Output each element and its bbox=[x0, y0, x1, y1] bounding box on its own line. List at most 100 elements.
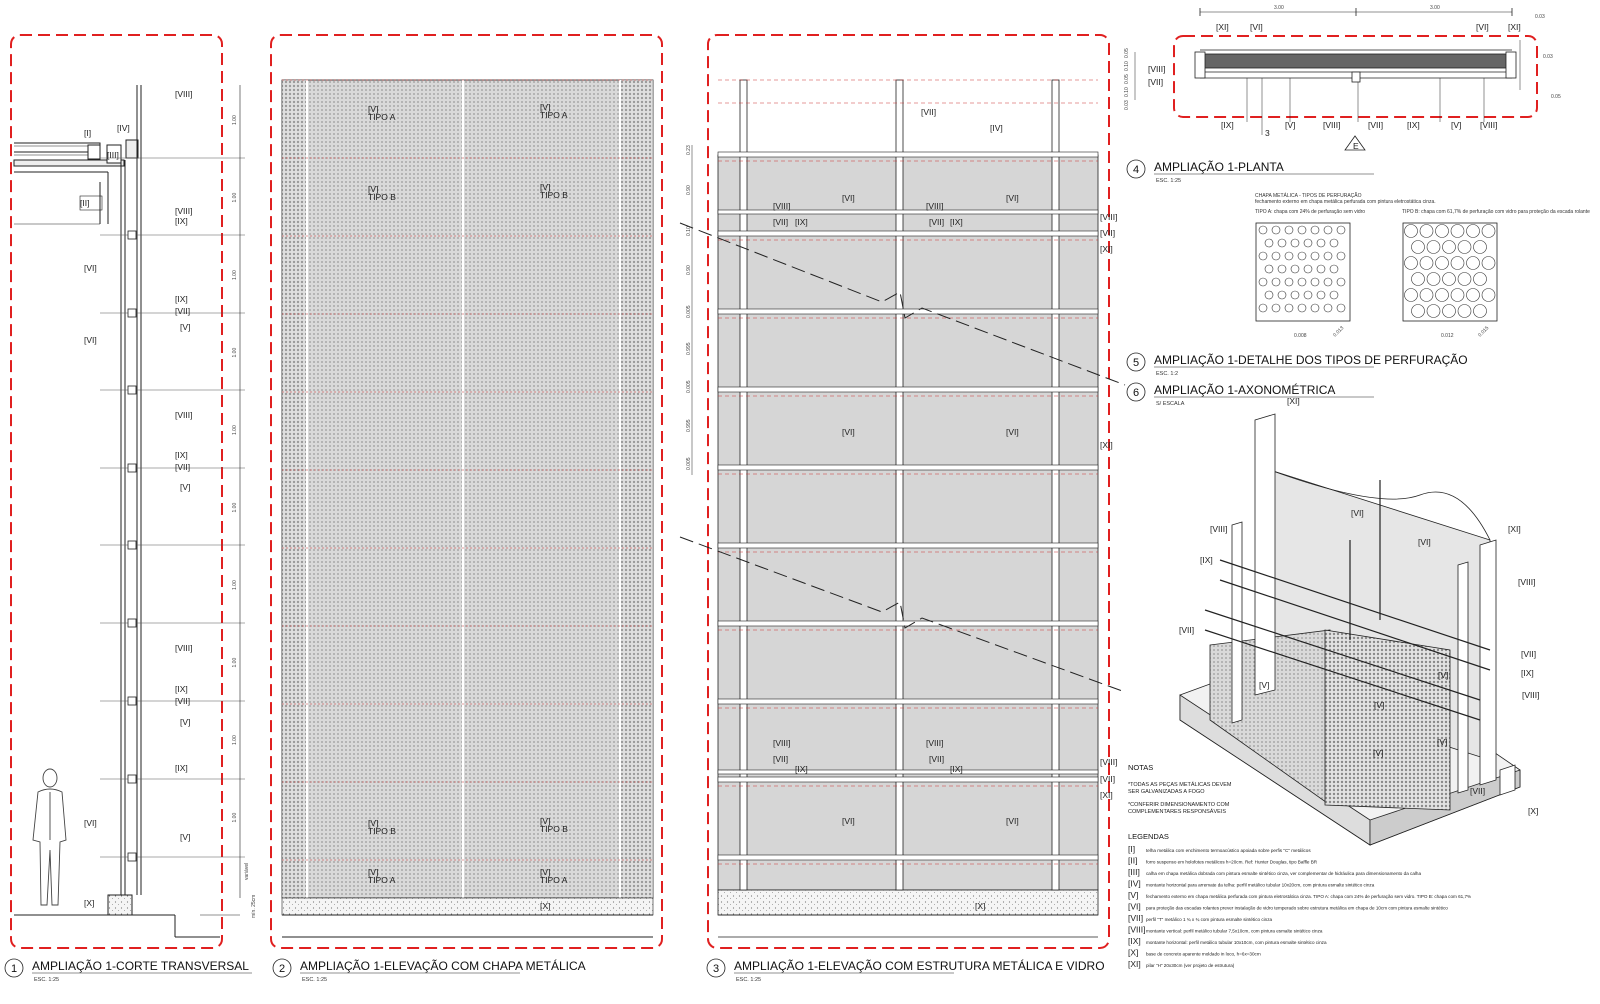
legend-code: [VIII] bbox=[1128, 925, 1145, 935]
panel2-tag-v: [V] bbox=[368, 867, 378, 877]
panel5-dim: 0.012 bbox=[1441, 333, 1454, 339]
legend-text: fechamento externo em chapa metálica per… bbox=[1146, 894, 1471, 899]
perforation-hole-b bbox=[1457, 240, 1472, 254]
perforation-hole-a bbox=[1323, 251, 1333, 261]
perforation-hole-a bbox=[1336, 251, 1346, 261]
panel3-dim: 0.995 bbox=[686, 342, 692, 355]
panel4-tag-left: [VII] bbox=[1148, 77, 1163, 87]
panel2-title: AMPLIAÇÃO 1-ELEVAÇÃO COM CHAPA METÁLICA bbox=[300, 958, 586, 973]
panel3-tag: [VIII] bbox=[1100, 757, 1117, 767]
panel5-desc-title: CHAPA METÁLICA - TIPOS DE PERFURAÇÃO bbox=[1255, 192, 1362, 199]
panel3-mullion-h bbox=[717, 769, 1099, 775]
panel2-elevation bbox=[281, 79, 654, 938]
panel4-left-dim: 0.05 bbox=[1124, 48, 1130, 58]
panel1-tag: [VII] bbox=[175, 696, 190, 706]
panel2-tag-type: TIPO A bbox=[540, 875, 568, 885]
panel3-transom bbox=[717, 620, 1099, 627]
panel1-dim: 1.00 bbox=[232, 503, 238, 513]
panel3-transom bbox=[717, 542, 1099, 549]
notes-item: *TODAS AS PEÇAS METÁLICAS DEVEM bbox=[1128, 781, 1232, 788]
panel2-tag-type: TIPO A bbox=[368, 875, 396, 885]
panel3-number: 3 bbox=[713, 963, 719, 975]
panel2-circle bbox=[272, 958, 292, 978]
perforation-hole-a bbox=[1316, 290, 1326, 300]
panel2-tag-v: [V] bbox=[540, 816, 550, 826]
panel1-dim: 1.00 bbox=[232, 658, 238, 668]
panel4-left-dim: 0.03 bbox=[1124, 100, 1130, 110]
panel6-tag: [VI] bbox=[1418, 537, 1431, 547]
perforation-hole-a bbox=[1258, 303, 1268, 313]
perforation-hole-a bbox=[1297, 303, 1307, 313]
legend-code: [VII] bbox=[1128, 913, 1143, 923]
panel6-title: AMPLIAÇÃO 1-AXONOMÉTRICA bbox=[1154, 382, 1335, 397]
legend-code: [XI] bbox=[1128, 959, 1141, 969]
panel3-tag-vi: [VI] bbox=[1006, 427, 1019, 437]
panel2-tag-type: TIPO B bbox=[368, 192, 396, 202]
panel1-tag: [VII] bbox=[175, 462, 190, 472]
perforation-hole-b bbox=[1404, 288, 1418, 302]
perforation-hole-a bbox=[1284, 303, 1294, 313]
perforation-hole-b bbox=[1435, 256, 1449, 270]
panel4-side-dim: 0.03 bbox=[1535, 14, 1545, 20]
panel3-circle bbox=[706, 958, 726, 978]
panel3-tag: [IX] bbox=[950, 764, 963, 774]
perforation-hole-b bbox=[1419, 224, 1434, 238]
panel1-dim: 1.00 bbox=[232, 735, 238, 745]
panel2-labels: [V]TIPO A[V]TIPO A[V]TIPO B[V]TIPO B[V]T… bbox=[368, 102, 568, 911]
panel3-tag-vi: [VI] bbox=[842, 427, 855, 437]
legend-code: [IX] bbox=[1128, 936, 1141, 946]
panel1-tag: [VI] bbox=[84, 263, 97, 273]
panel1-dim: 1.00 bbox=[232, 813, 238, 823]
legend-code: [II] bbox=[1128, 856, 1137, 866]
panel2-tag-v: [V] bbox=[540, 182, 550, 192]
panel1-tag: [V] bbox=[180, 482, 190, 492]
legend-text: calha em chapa metálica dobrada com pint… bbox=[1146, 871, 1421, 876]
perforation-hole-a bbox=[1258, 225, 1268, 235]
panel6-labels: [XI][VI][VI][XI][VIII][IX][VIII][VII][V]… bbox=[1179, 396, 1539, 816]
panel4-tag-top: [XI] bbox=[1508, 22, 1521, 32]
panel4-tag-top: [VI] bbox=[1476, 22, 1489, 32]
perforation-hole-a bbox=[1284, 251, 1294, 261]
perforation-hole-b bbox=[1435, 288, 1449, 302]
panel3-tag-vi: [VI] bbox=[842, 816, 855, 826]
panel2-tag-v: [V] bbox=[368, 818, 378, 828]
panel1-tag: [IX] bbox=[175, 216, 188, 226]
panel4-tag-bottom: [IX] bbox=[1407, 120, 1420, 130]
panel2-tag-v: [V] bbox=[540, 867, 550, 877]
panel1-tag: [V] bbox=[180, 717, 190, 727]
panel2-tag-v: [V] bbox=[368, 104, 378, 114]
panel1-dim: 1.00 bbox=[232, 115, 238, 125]
perforation-hole-a bbox=[1323, 303, 1333, 313]
perforation-hole-b bbox=[1473, 304, 1487, 318]
panel6-tag: [XI] bbox=[1508, 524, 1521, 534]
legend-code: [VI] bbox=[1128, 902, 1141, 912]
panel3-dim: 0.90 bbox=[686, 185, 692, 195]
panel3-tag: [XI] bbox=[1100, 790, 1113, 800]
panel4-tag-left: [VIII] bbox=[1148, 64, 1165, 74]
panel2-tag-type: TIPO A bbox=[540, 110, 568, 120]
panel3-tag: [XI] bbox=[1100, 244, 1113, 254]
legend-text: para proteção das escadas rolantes preve… bbox=[1146, 906, 1448, 911]
panel3-tag: [VII] bbox=[773, 217, 788, 227]
perforation-hole-a bbox=[1323, 225, 1333, 235]
panel3-elevation bbox=[679, 79, 1126, 938]
panel4-dim-top: 3.00 bbox=[1430, 5, 1440, 11]
panel5-scale: ESC. 1:2 bbox=[1156, 371, 1178, 377]
notes-item: *CONFERIR DIMENSIONAMENTO COM bbox=[1128, 802, 1230, 808]
perforation-hole-a bbox=[1264, 264, 1274, 274]
panel1-dim: 1.00 bbox=[232, 580, 238, 590]
panel3-transom bbox=[717, 776, 1099, 783]
perforation-hole-a bbox=[1290, 264, 1300, 274]
perforation-hole-a bbox=[1329, 264, 1339, 274]
panel5-labels: CHAPA METÁLICA - TIPOS DE PERFURAÇÃOfech… bbox=[1255, 192, 1590, 339]
perforation-hole-a bbox=[1336, 277, 1346, 287]
panel1-tag: [IV] bbox=[117, 123, 130, 133]
perforation-hole-b bbox=[1473, 272, 1487, 286]
panel1-tag: [VI] bbox=[84, 818, 97, 828]
panel1-tag: [VIII] bbox=[175, 89, 192, 99]
perforation-hole-a bbox=[1336, 303, 1346, 313]
panel3-tag-vii: [VII] bbox=[921, 107, 936, 117]
panel1-dim: 1.00 bbox=[232, 193, 238, 203]
legend-text: pilar "H" 20x30cm (ver projeto de estrut… bbox=[1146, 963, 1235, 968]
legend-text: montante horizontal: perfil metálico tub… bbox=[1146, 940, 1327, 945]
